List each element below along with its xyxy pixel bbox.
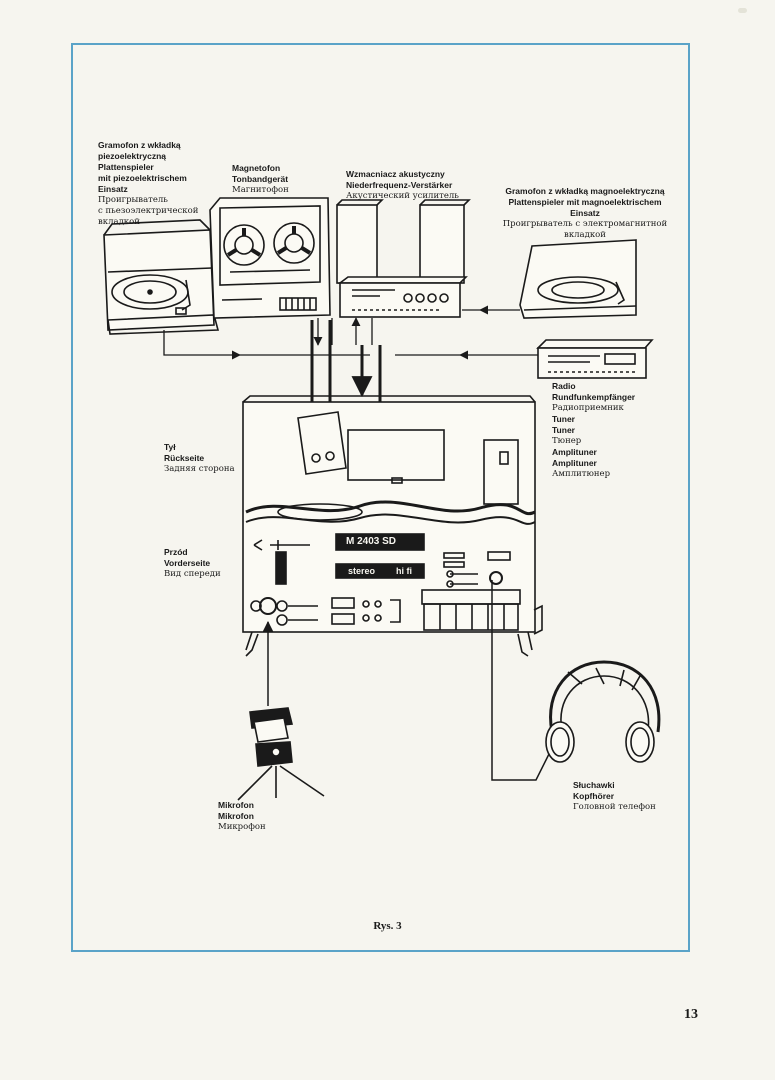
- label-turntable-magnetic: Gramofon z wkładką magnoelektryczną Plat…: [502, 186, 668, 240]
- turntable-piezo-illustration: [103, 219, 220, 335]
- label-tape-recorder: Magnetofon Tonbandgerät Магнитофон: [232, 163, 289, 195]
- label-rear: Tył Rückseite Задняя сторона: [164, 442, 235, 474]
- label-turntable-piezo: Gramofon z wkładką piezoelektryczną Plat…: [98, 140, 199, 227]
- paper-speck: [738, 8, 747, 13]
- label-headphones: Słuchawki Kopfhörer Головной телефон: [573, 780, 656, 812]
- hifi-label: hi fi: [396, 566, 412, 576]
- figure-frame: [71, 43, 690, 952]
- radio-illustration: [536, 339, 654, 379]
- label-microphone: Mikrofon Mikrofon Микрофон: [218, 800, 266, 832]
- label-radio: Radio Rundfunkempfänger Радиоприемник Tu…: [552, 381, 636, 479]
- microphone-illustration: [237, 707, 325, 801]
- amplifier-illustration: [336, 199, 471, 318]
- headphone-cable: [491, 580, 553, 781]
- page-number: 13: [684, 1007, 698, 1022]
- connection-lines: [163, 305, 538, 360]
- headphones-illustration: [545, 660, 661, 763]
- stereo-label: stereo: [348, 566, 376, 576]
- figure-caption: Rys. 3: [373, 920, 402, 932]
- tape-recorder-illustration: [209, 197, 331, 319]
- model-label: M 2403 SD: [346, 536, 397, 547]
- tape-deck-illustration: [242, 395, 543, 657]
- label-front: Przód Vorderseite Вид спереди: [164, 547, 221, 579]
- label-amplifier: Wzmacniacz akustyczny Niederfrequenz-Ver…: [346, 169, 459, 201]
- turntable-magnetic-illustration: [519, 239, 637, 319]
